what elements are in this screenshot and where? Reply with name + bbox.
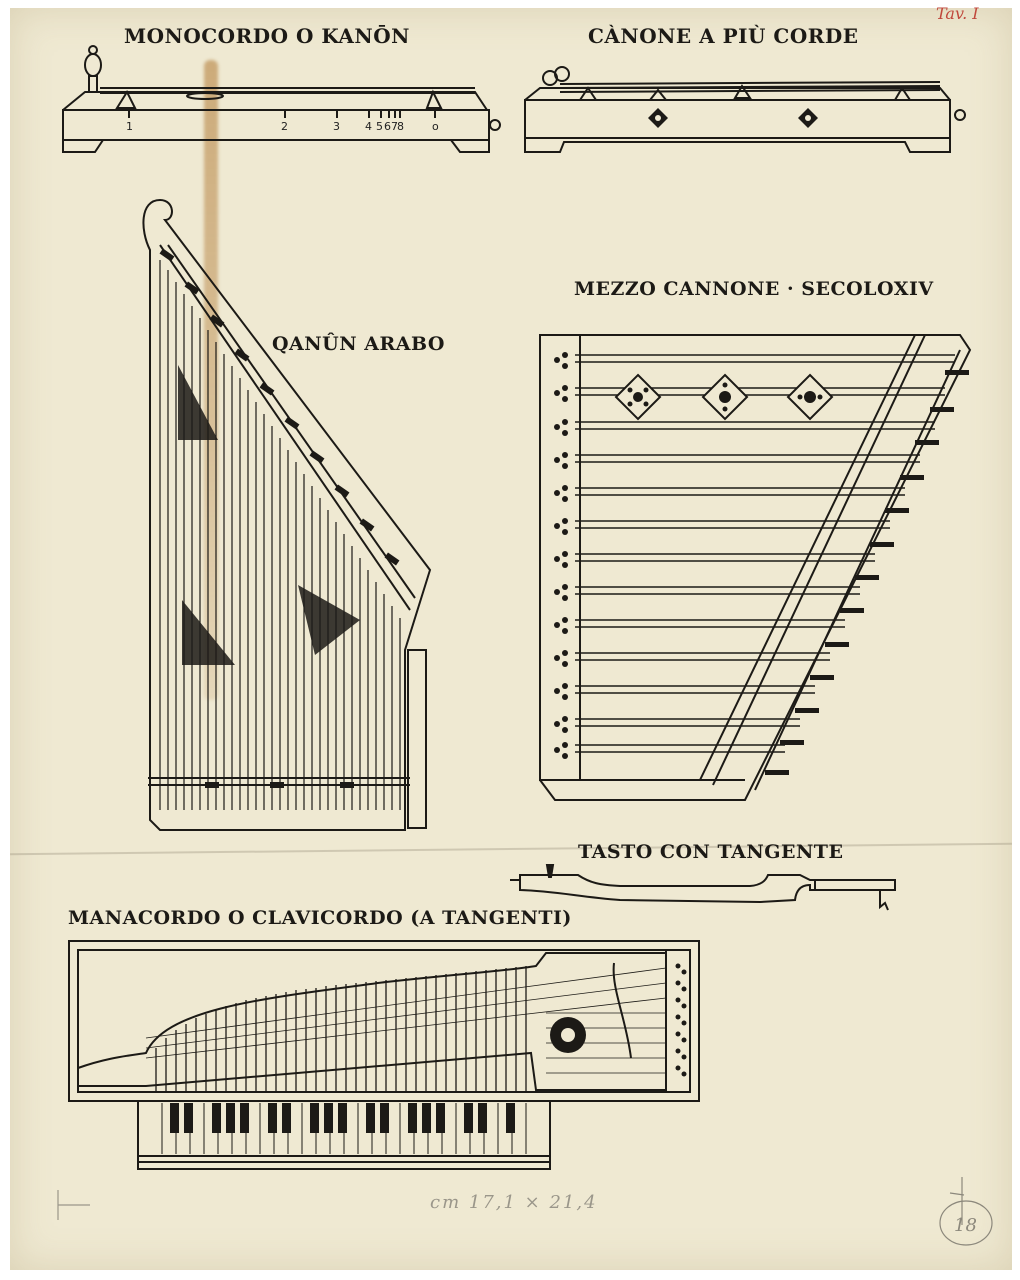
canone-drawing — [524, 66, 966, 153]
mezzo-cannone-drawing — [539, 334, 972, 801]
paper-sheet — [10, 8, 1012, 1270]
tasto-title: TASTO CON TANGENTE — [578, 841, 844, 863]
plate-label: Tav. I — [936, 4, 979, 23]
qanun-title: QANÛN ARABO — [272, 333, 445, 355]
qanun-drawing — [142, 198, 432, 831]
scale-mark: 8 — [397, 120, 404, 133]
mezzo-cannone-title: MEZZO CANNONE · SECOLOXIV — [574, 278, 934, 300]
registration-mark — [57, 1190, 90, 1220]
scale-mark: o — [432, 120, 439, 133]
scale-mark: 5 — [376, 120, 383, 133]
tasto-drawing — [510, 864, 896, 911]
scale-mark: 3 — [333, 120, 340, 133]
sheet-number: 18 — [954, 1215, 977, 1236]
dimensions-note: cm 17,1 × 21,4 — [430, 1192, 598, 1213]
manacordo-drawing — [68, 940, 700, 1170]
scale-mark: 2 — [281, 120, 288, 133]
canone-title: CÀNONE A PIÙ CORDE — [588, 24, 859, 48]
monocordo-drawing: 1 2 3 4 5 6 7 8 o — [62, 45, 501, 153]
scale-mark: 1 — [126, 120, 133, 133]
scale-mark: 6 — [384, 120, 391, 133]
scale-mark: 7 — [391, 120, 398, 133]
scale-mark: 4 — [365, 120, 372, 133]
manacordo-title: MANACORDO O CLAVICORDO (A TANGENTI) — [68, 907, 572, 929]
sheet-number-mark: 18 — [939, 1177, 993, 1246]
monocordo-title: MONOCORDO O KANŌN — [124, 24, 410, 48]
